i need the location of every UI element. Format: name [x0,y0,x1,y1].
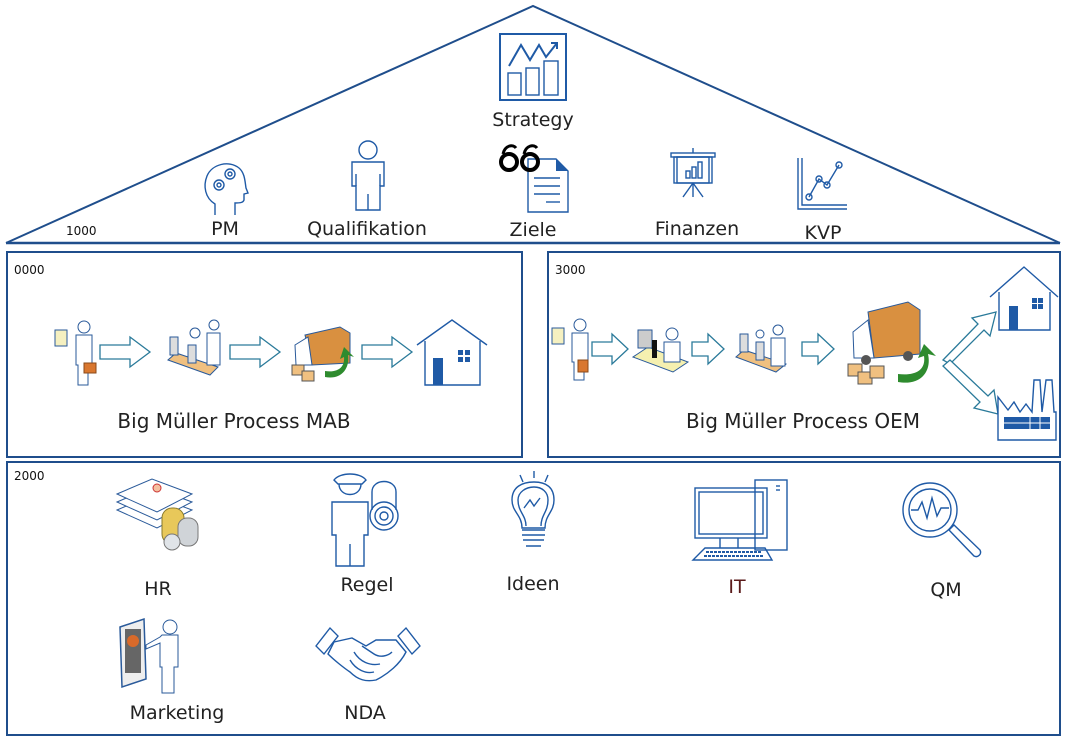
process-oem-title: Big Müller Process OEM [685,409,921,433]
presenter-icon [119,617,179,694]
support-code: 2000 [14,469,45,483]
support-item-hr: HR [144,578,172,600]
roof-code: 1000 [66,224,97,238]
handshake-icon [315,626,421,682]
delivery-truck-icon [847,301,936,385]
customer-order-icon [54,320,97,386]
lab-research-icon [631,327,690,373]
presentation-chart-icon [670,148,716,198]
process-oem-code: 3000 [555,263,586,277]
roof-item-finanzen: Finanzen [654,218,740,240]
process-oem-flow [551,266,1059,441]
line-graph-icon [797,158,847,210]
house-icon [416,319,488,386]
support-item-nda: NDA [344,702,386,724]
lightbulb-icon [511,471,555,547]
roof-item-kvp: KVP [804,222,842,244]
roof-item-qualifikation: Qualifikation [307,218,427,240]
support-item-qm: QM [930,579,962,601]
roof-item-pm: PM [211,218,239,240]
process-mab-title: Big Müller Process MAB [117,409,351,433]
support-item-marketing: Marketing [129,702,225,724]
roof-item-ziele: Ziele [509,219,557,241]
magnifier-pulse-icon [902,482,982,558]
glasses-document-icon [499,144,569,213]
guard-lock-icon [331,473,399,567]
support-panel [6,461,1061,736]
strategy-chart-icon [499,33,567,101]
assembly-line-icon [167,319,221,376]
delivery-truck-icon [291,326,354,382]
computer-icon [691,479,788,561]
assembly-line-icon [735,324,788,373]
process-mab-panel [6,251,523,458]
factory-icon [997,379,1057,441]
customer-order-icon [551,318,589,381]
documents-coins-icon [115,478,199,551]
support-item-ideen: Ideen [506,573,560,595]
person-icon [351,140,385,211]
head-gears-icon [204,163,249,215]
process-mab-code: 0000 [14,263,45,277]
support-item-regel: Regel [340,574,394,596]
strategy-label: Strategy [492,109,574,131]
roof-outline [5,4,1061,245]
house-icon [989,266,1059,331]
process-oem-panel [547,251,1061,458]
support-item-it: IT [728,576,746,598]
process-mab-flow [54,319,488,386]
